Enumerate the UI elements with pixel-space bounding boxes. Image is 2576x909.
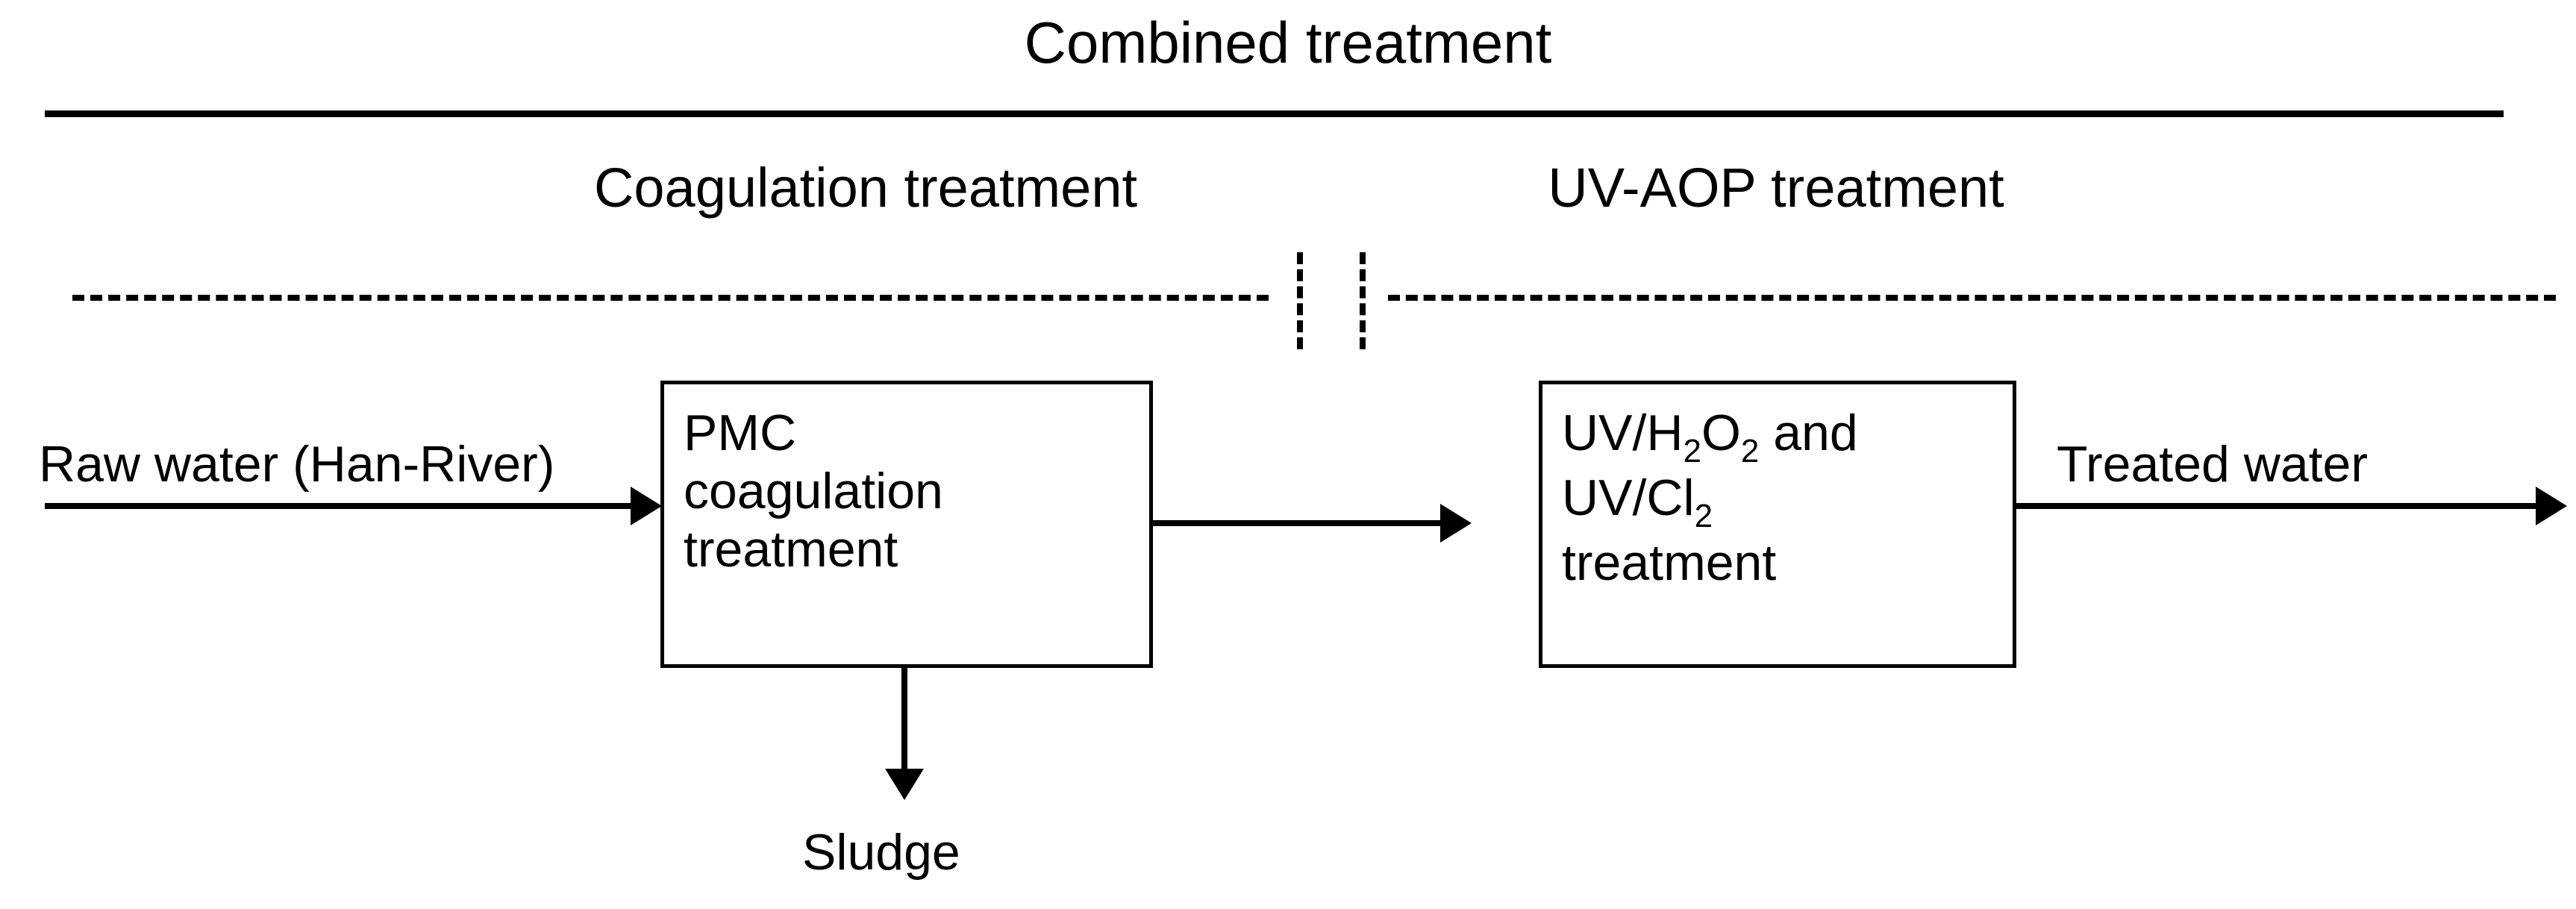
process-box-uv-aop: UV/H2O2 and UV/Cl2 treatment xyxy=(1539,381,2016,668)
uv-line-1: UV/H2O2 and xyxy=(1562,404,2013,469)
sludge-arrow-head-icon xyxy=(885,769,924,800)
uv-line-2: UV/Cl2 xyxy=(1562,469,2013,534)
output-arrow-head-icon xyxy=(2536,487,2567,525)
section-break-dashed-left xyxy=(1297,252,1303,349)
process-box-pmc-coagulation: PMC coagulation treatment xyxy=(660,381,1153,668)
uv-line-2-sub: 2 xyxy=(1694,498,1713,534)
uv-aop-section-dashed-rule xyxy=(1388,295,2556,301)
input-arrow-head-icon xyxy=(631,487,662,525)
uv-line-1-sub-1: 2 xyxy=(1683,433,1701,469)
coagulation-section-dashed-rule xyxy=(72,295,1269,301)
page-title: Combined treatment xyxy=(1024,10,1552,75)
intermediate-arrow-shaft xyxy=(1153,520,1444,526)
section-label-uv-aop: UV-AOP treatment xyxy=(1548,157,2004,219)
input-stream-label: Raw water (Han-River) xyxy=(39,436,555,493)
pmc-line-3: treatment xyxy=(684,521,898,578)
sludge-arrow-shaft xyxy=(901,668,907,772)
section-label-coagulation: Coagulation treatment xyxy=(593,157,1138,219)
uv-line-1-post: and xyxy=(1759,404,1858,461)
byproduct-stream-label: Sludge xyxy=(802,824,960,881)
input-arrow-shaft xyxy=(45,503,634,509)
uv-line-1-mid: O xyxy=(1701,404,1741,461)
combined-treatment-divider xyxy=(45,110,2504,117)
uv-line-2-pre: UV/Cl xyxy=(1562,469,1695,526)
output-stream-label: Treated water xyxy=(2057,436,2368,493)
section-break-dashed-right xyxy=(1360,252,1366,349)
pmc-line-1: PMC xyxy=(684,404,797,461)
uv-line-1-pre: UV/H xyxy=(1562,404,1684,461)
output-arrow-shaft xyxy=(2016,503,2539,509)
uv-line-1-sub-2: 2 xyxy=(1740,433,1760,469)
pmc-line-2: coagulation xyxy=(684,463,943,519)
intermediate-arrow-head-icon xyxy=(1440,504,1472,543)
uv-line-3: treatment xyxy=(1562,534,1777,591)
